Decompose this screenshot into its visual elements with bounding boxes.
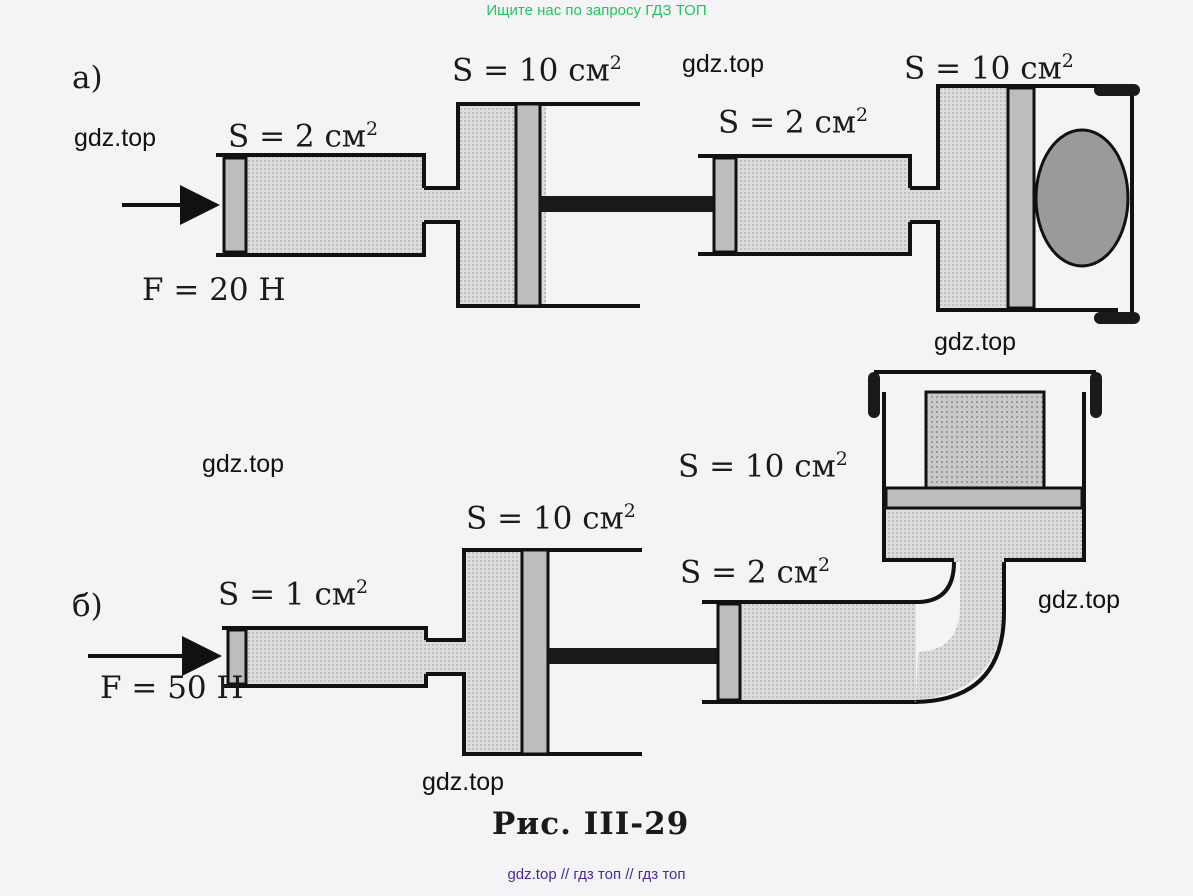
- second-small-cylinder-b: [702, 600, 916, 704]
- large-piston-a: [514, 102, 542, 308]
- watermark-top[interactable]: Ищите нас по запросу ГДЗ ТОП: [486, 2, 707, 19]
- connecting-rod-b: [548, 648, 718, 664]
- pressed-block: [924, 390, 1046, 490]
- area-label-a-small: S = 2 см2: [228, 118, 379, 155]
- small-piston-a: [222, 156, 248, 254]
- connecting-rod-a: [540, 196, 714, 212]
- watermark-overlay: gdz.top: [682, 50, 765, 78]
- watermark-overlay: gdz.top: [934, 328, 1017, 356]
- second-small-piston-b: [716, 602, 742, 702]
- watermark-bottom[interactable]: gdz.top // гдз топ // гдз топ: [507, 866, 686, 883]
- area-label-b-small: S = 1 см2: [218, 576, 369, 613]
- large-piston-b: [520, 548, 550, 756]
- small-cylinder-a: [216, 153, 426, 257]
- area-label-a-second-large: S = 10 см2: [904, 50, 1074, 87]
- vertical-cylinder-b: [868, 370, 1102, 562]
- watermark-overlay: gdz.top: [74, 124, 157, 152]
- vertical-piston-b: [884, 486, 1084, 510]
- small-piston-b: [226, 628, 248, 686]
- watermark-overlay: gdz.top: [422, 768, 505, 796]
- second-small-piston-a: [712, 156, 738, 254]
- area-label-a-large: S = 10 см2: [452, 52, 622, 89]
- elbow-pipe: [914, 560, 1002, 702]
- pressed-ball: [1034, 128, 1130, 268]
- area-label-b-second-small: S = 2 см2: [680, 554, 831, 591]
- small-cylinder-b: [222, 626, 428, 688]
- panel-a-label: а): [72, 60, 103, 96]
- watermark-overlay: gdz.top: [1038, 586, 1121, 614]
- figure-caption: Рис. III-29: [492, 806, 690, 842]
- second-small-cylinder-a: [698, 154, 912, 256]
- area-label-a-second-small: S = 2 см2: [718, 104, 869, 141]
- area-label-b-vertical: S = 10 см2: [678, 448, 848, 485]
- area-label-b-large: S = 10 см2: [466, 500, 636, 537]
- press-piston-a: [1006, 86, 1036, 310]
- press-cylinder-a: [936, 84, 1140, 324]
- watermark-overlay: gdz.top: [202, 450, 285, 478]
- panel-b-label: б): [72, 588, 103, 624]
- force-label-a: F = 20 Н: [142, 272, 286, 308]
- force-label-b: F = 50 Н: [100, 670, 244, 706]
